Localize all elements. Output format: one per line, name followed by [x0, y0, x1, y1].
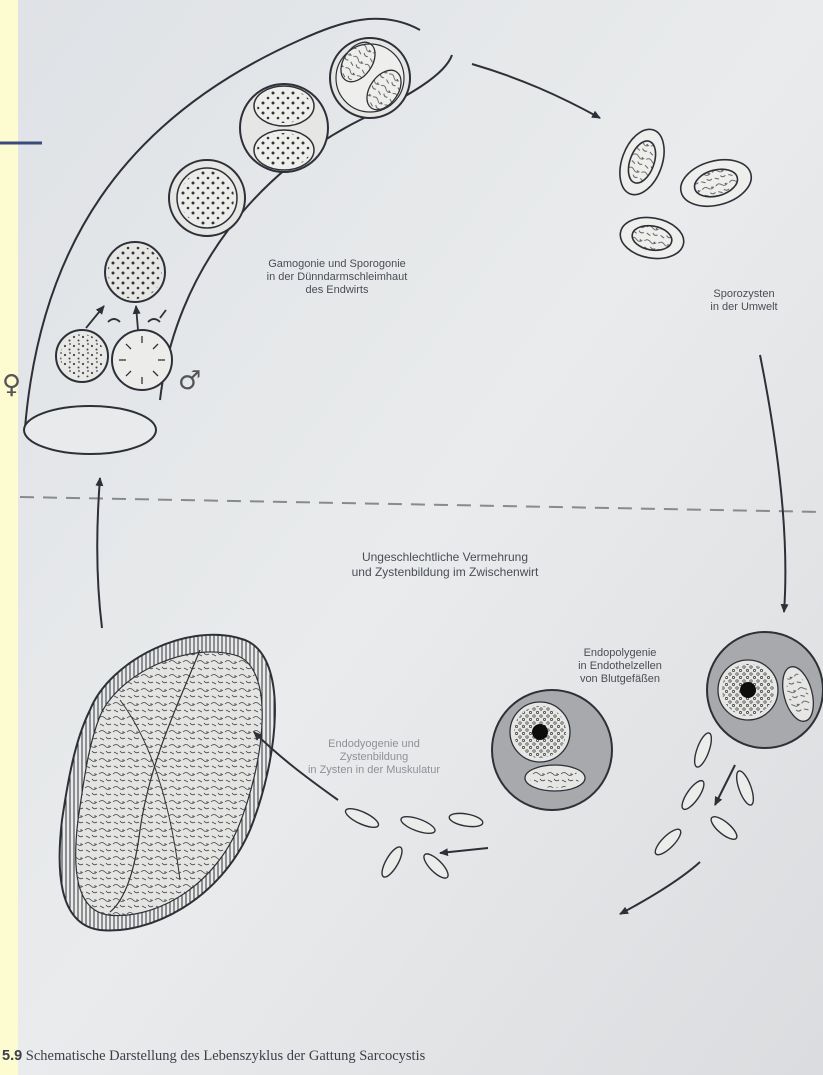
endopolygeny-label: Endopolygenie in Endothelzellen von Blut…: [566, 647, 674, 686]
sexual-stage-label: Gamogonie und Sporogonie in der Dünndarm…: [252, 258, 422, 297]
endopolygeny-line-1: Endopolygenie: [566, 647, 674, 660]
endothelial-cell-2: [492, 690, 612, 810]
endothelial-cell-1: [707, 632, 823, 748]
sexual-stage-line-1: Gamogonie und Sporogonie: [252, 258, 422, 271]
endodyogeny-label: Endodyogenie und Zystenbildung in Zysten…: [284, 738, 464, 777]
endodyogeny-line-1: Endodyogenie und: [284, 738, 464, 751]
sporocysts-line-1: Sporozysten: [694, 288, 794, 301]
asexual-stage-line-1: Ungeschlechtliche Vermehrung: [300, 550, 590, 565]
sporocysts-line-2: in der Umwelt: [694, 301, 794, 314]
sexual-stage-line-3: des Endwirts: [252, 284, 422, 297]
caption-number: 5.9: [2, 1048, 22, 1064]
caption-text: Schematische Darstellung des Lebenszyklu…: [26, 1048, 425, 1064]
endodyogeny-line-2: Zystenbildung: [284, 751, 464, 764]
sporocysts-label: Sporozysten in der Umwelt: [694, 288, 794, 314]
sexual-stage-line-2: in der Dünndarmschleimhaut: [252, 271, 422, 284]
female-symbol: ♀: [2, 372, 21, 398]
figure-caption: 5.9 Schematische Darstellung des Lebensz…: [2, 1048, 425, 1065]
endodyogeny-line-3: in Zysten in der Muskulatur: [284, 764, 464, 777]
endopolygeny-line-2: in Endothelzellen: [566, 660, 674, 673]
asexual-stage-label: Ungeschlechtliche Vermehrung und Zystenb…: [300, 550, 590, 580]
asexual-stage-line-2: und Zystenbildung im Zwischenwirt: [300, 565, 590, 580]
endopolygeny-line-3: von Blutgefäßen: [566, 673, 674, 686]
male-symbol: ♂: [178, 368, 201, 394]
